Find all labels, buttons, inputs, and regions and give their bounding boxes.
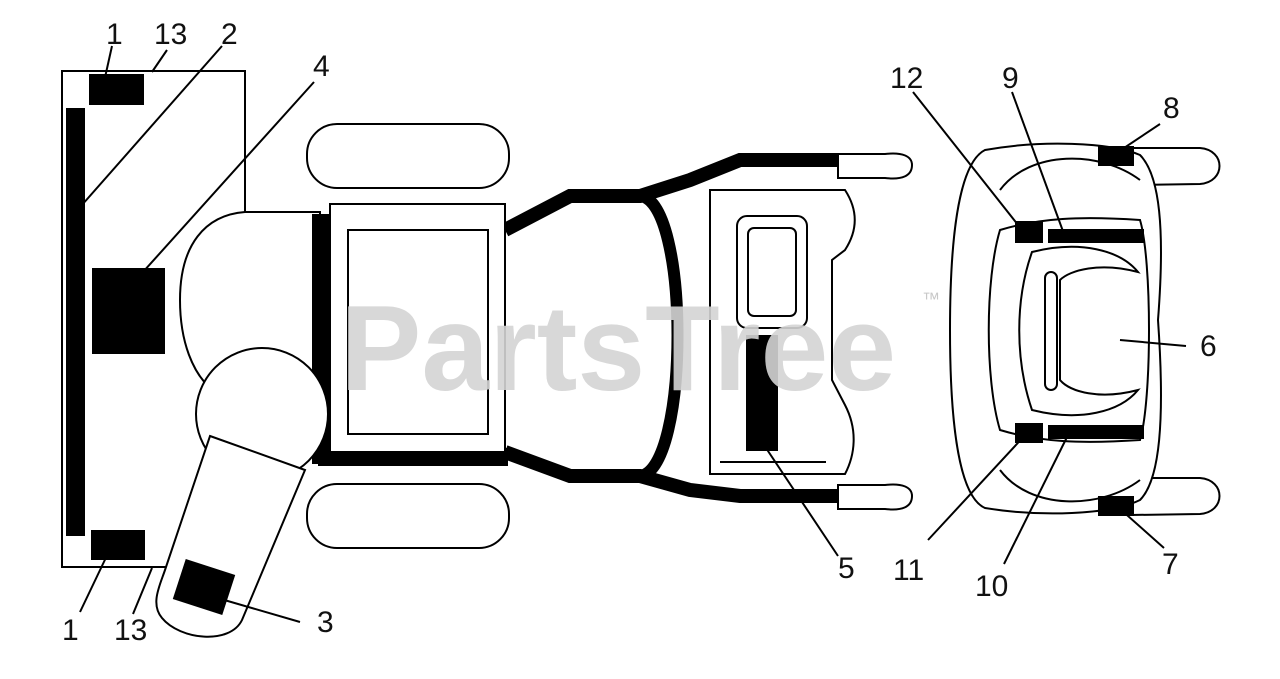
hood-inner-panel xyxy=(987,217,1150,443)
grip-top xyxy=(837,152,914,180)
wheel-bottom xyxy=(306,483,510,549)
callout-8: 8 xyxy=(1163,92,1180,125)
hood-curve-bottom xyxy=(999,469,1141,503)
callout-12: 12 xyxy=(890,62,923,95)
console-window xyxy=(736,215,808,329)
decal-3 xyxy=(172,558,236,616)
decal-1-bottom xyxy=(91,530,145,560)
leader-lines xyxy=(73,45,1187,623)
frame-rail-bottom xyxy=(502,445,838,503)
decal-1-top xyxy=(89,74,144,105)
callout-5: 5 xyxy=(838,552,855,585)
decal-12 xyxy=(1015,221,1043,243)
callout-13-top: 13 xyxy=(154,18,187,51)
decal-5 xyxy=(746,335,778,451)
callout-13-bottom: 13 xyxy=(114,614,147,647)
right-hood-assembly xyxy=(948,142,1221,516)
callout-10: 10 xyxy=(975,570,1008,603)
callout-7: 7 xyxy=(1162,548,1179,581)
grip-bottom xyxy=(837,483,914,511)
callout-6: 6 xyxy=(1200,330,1217,363)
left-machine xyxy=(61,70,914,638)
decal-10 xyxy=(1048,425,1144,439)
wheel-top xyxy=(306,123,510,189)
seat-cushion xyxy=(347,229,489,435)
frame-rail-top xyxy=(501,153,838,237)
watermark-trademark: ™ xyxy=(922,289,940,309)
callout-2: 2 xyxy=(221,18,238,51)
decal-8 xyxy=(1098,146,1134,166)
decal-9 xyxy=(1048,229,1144,243)
callout-11: 11 xyxy=(893,554,924,587)
callout-1-bottom: 1 xyxy=(62,614,79,647)
hood-slot xyxy=(1044,271,1058,391)
decal-strip-2 xyxy=(66,108,85,536)
callout-1-top: 1 xyxy=(106,18,123,51)
hood-curve-top xyxy=(999,157,1141,191)
decal-4 xyxy=(92,268,165,354)
callout-4: 4 xyxy=(313,50,330,83)
watermark: PartsTree xyxy=(340,280,896,416)
console-window-inner xyxy=(747,227,797,317)
callout-3: 3 xyxy=(317,606,334,639)
callout-9: 9 xyxy=(1002,62,1019,95)
hood-dome xyxy=(1018,245,1141,417)
frame-rear xyxy=(637,190,684,482)
decal-11 xyxy=(1015,423,1043,443)
